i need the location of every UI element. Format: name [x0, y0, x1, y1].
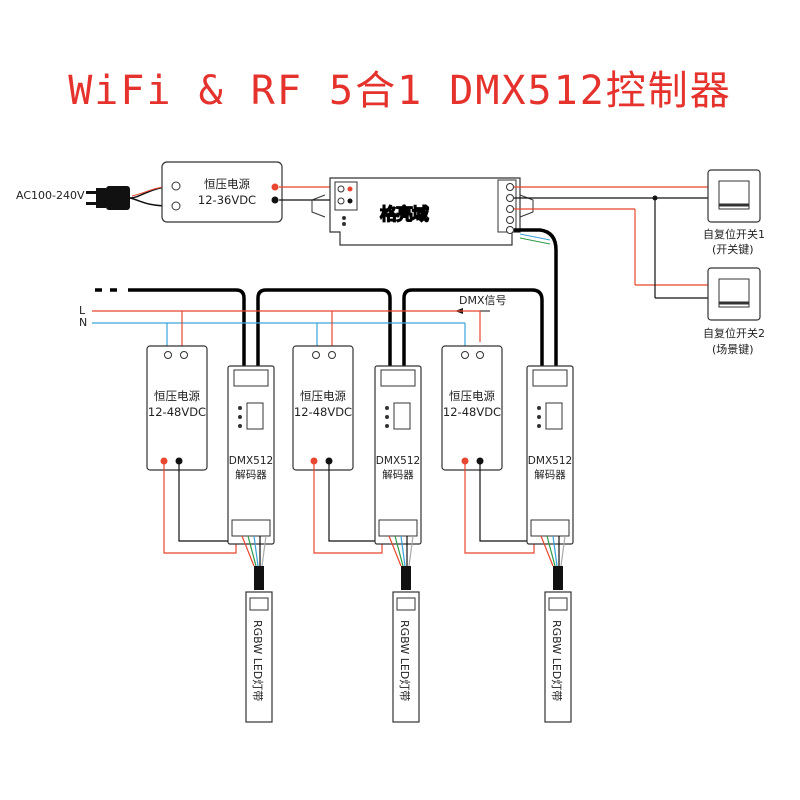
switch-1-sublabel: (开关键)	[712, 243, 754, 256]
unit-2-psu-label: 恒压电源 12-48VDC	[293, 388, 353, 420]
unit-1-decoder-label: DMX512 解码器	[226, 454, 276, 482]
unit-2-psu-voltage: 12-48VDC	[293, 405, 353, 419]
unit-1-decoder-line2: 解码器	[235, 469, 267, 481]
ac-plug-icon	[86, 185, 171, 210]
live-line-label: L	[79, 304, 86, 317]
unit-3	[441, 345, 574, 723]
unit-3-psu-voltage: 12-48VDC	[442, 405, 502, 419]
unit-1	[146, 345, 275, 723]
main-psu-label: 恒压电源 12-36VDC	[182, 176, 272, 208]
reset-switch-1	[707, 169, 761, 223]
ac-input-label: AC100-240V	[16, 189, 85, 202]
dmx512-controller	[311, 177, 534, 246]
unit-2-strip-label: RGBW LED灯带	[398, 620, 411, 702]
controller-logo: 格亮域	[379, 204, 429, 225]
unit-3-decoder-line2: 解码器	[534, 469, 566, 481]
main-psu-voltage: 12-36VDC	[197, 193, 257, 207]
unit-3-psu-name: 恒压电源	[449, 389, 495, 403]
unit-3-strip-label: RGBW LED灯带	[550, 620, 563, 702]
main-power-supply	[161, 161, 283, 223]
switch-2-label: 自复位开关2	[703, 327, 765, 340]
diagram-title: WiFi & RF 5合1 DMX512控制器	[68, 68, 732, 114]
unit-1-decoder-line1: DMX512	[228, 455, 274, 467]
reset-switch-2	[707, 267, 761, 321]
unit-2-psu-name: 恒压电源	[300, 389, 346, 403]
unit-2-decoder-line1: DMX512	[375, 455, 421, 467]
unit-1-psu-name: 恒压电源	[154, 389, 200, 403]
unit-3-psu-label: 恒压电源 12-48VDC	[442, 388, 502, 420]
unit-3-decoder-label: DMX512 解码器	[525, 454, 575, 482]
unit-2-decoder-line2: 解码器	[382, 469, 414, 481]
unit-1-psu-voltage: 12-48VDC	[147, 405, 207, 419]
dmx-signal-label: DMX信号	[459, 294, 507, 307]
main-psu-name: 恒压电源	[204, 177, 250, 191]
unit-2	[292, 345, 422, 723]
neutral-line-label: N	[79, 316, 88, 329]
unit-2-decoder-label: DMX512 解码器	[373, 454, 423, 482]
unit-3-decoder-line1: DMX512	[527, 455, 573, 467]
switch-2-sublabel: (场景键)	[712, 343, 754, 356]
unit-1-strip-label: RGBW LED灯带	[251, 620, 264, 702]
unit-1-psu-label: 恒压电源 12-48VDC	[147, 388, 207, 420]
switch-1-label: 自复位开关1	[703, 228, 765, 241]
